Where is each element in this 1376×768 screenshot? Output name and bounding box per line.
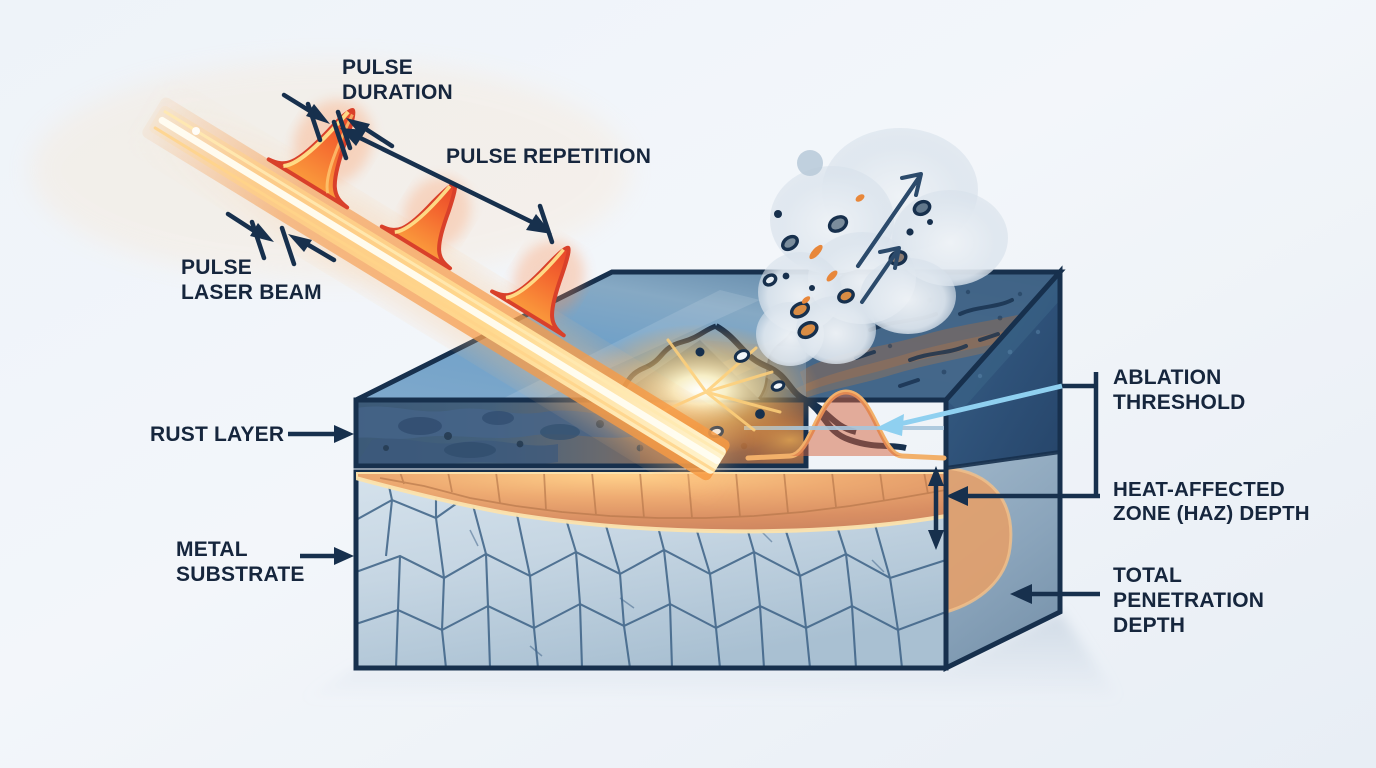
haz-zone — [356, 472, 946, 534]
grain-micro-cracks — [469, 529, 885, 657]
label-pulse-duration: PULSE DURATION — [342, 56, 453, 104]
pulse-peak-3 — [490, 240, 585, 338]
haz-band — [356, 472, 946, 532]
leader-ablation-threshold — [876, 383, 1096, 436]
ejecta-particles — [762, 199, 932, 340]
leader-lines — [288, 372, 1100, 604]
plume-flow-arrows — [856, 172, 923, 304]
leader-total-penetration — [1010, 584, 1100, 604]
haz-side-wrap — [946, 468, 1011, 612]
leader-metal-substrate — [300, 547, 354, 565]
label-pulse-repetition: PULSE REPETITION — [446, 145, 652, 168]
leader-rust-layer — [288, 425, 354, 443]
ablation-plume — [756, 128, 1008, 366]
label-ablation-threshold: ABLATION THRESHOLD — [1113, 366, 1246, 414]
plume-droplet — [797, 150, 823, 176]
pulse-peak-2 — [379, 176, 471, 271]
dim-pulse-repetition — [331, 119, 555, 245]
label-rust-layer: RUST LAYER — [150, 423, 285, 446]
dim-pulse-laser-beam — [225, 211, 337, 267]
leader-haz-depth — [946, 372, 1100, 506]
beam-sparkle — [192, 127, 200, 135]
label-total-penetration: TOTAL PENETRATION DEPTH — [1113, 564, 1265, 637]
floor-shadow — [300, 612, 1120, 700]
haz-depth-dimension-arrow — [928, 466, 944, 550]
ejecta-sparks — [801, 194, 865, 304]
label-metal-substrate: METAL SUBSTRATE — [176, 538, 305, 586]
haz-outline — [356, 472, 946, 534]
ejecta-dots — [774, 210, 933, 291]
label-haz-depth: HEAT-AFFECTED ZONE (HAZ) DEPTH — [1113, 478, 1310, 526]
pulse-dimension-markers — [225, 92, 555, 267]
block-right-face — [943, 265, 1063, 673]
pulsed-laser-beam — [122, 77, 741, 496]
label-pulse-laser-beam: PULSE LASER BEAM — [181, 256, 322, 304]
